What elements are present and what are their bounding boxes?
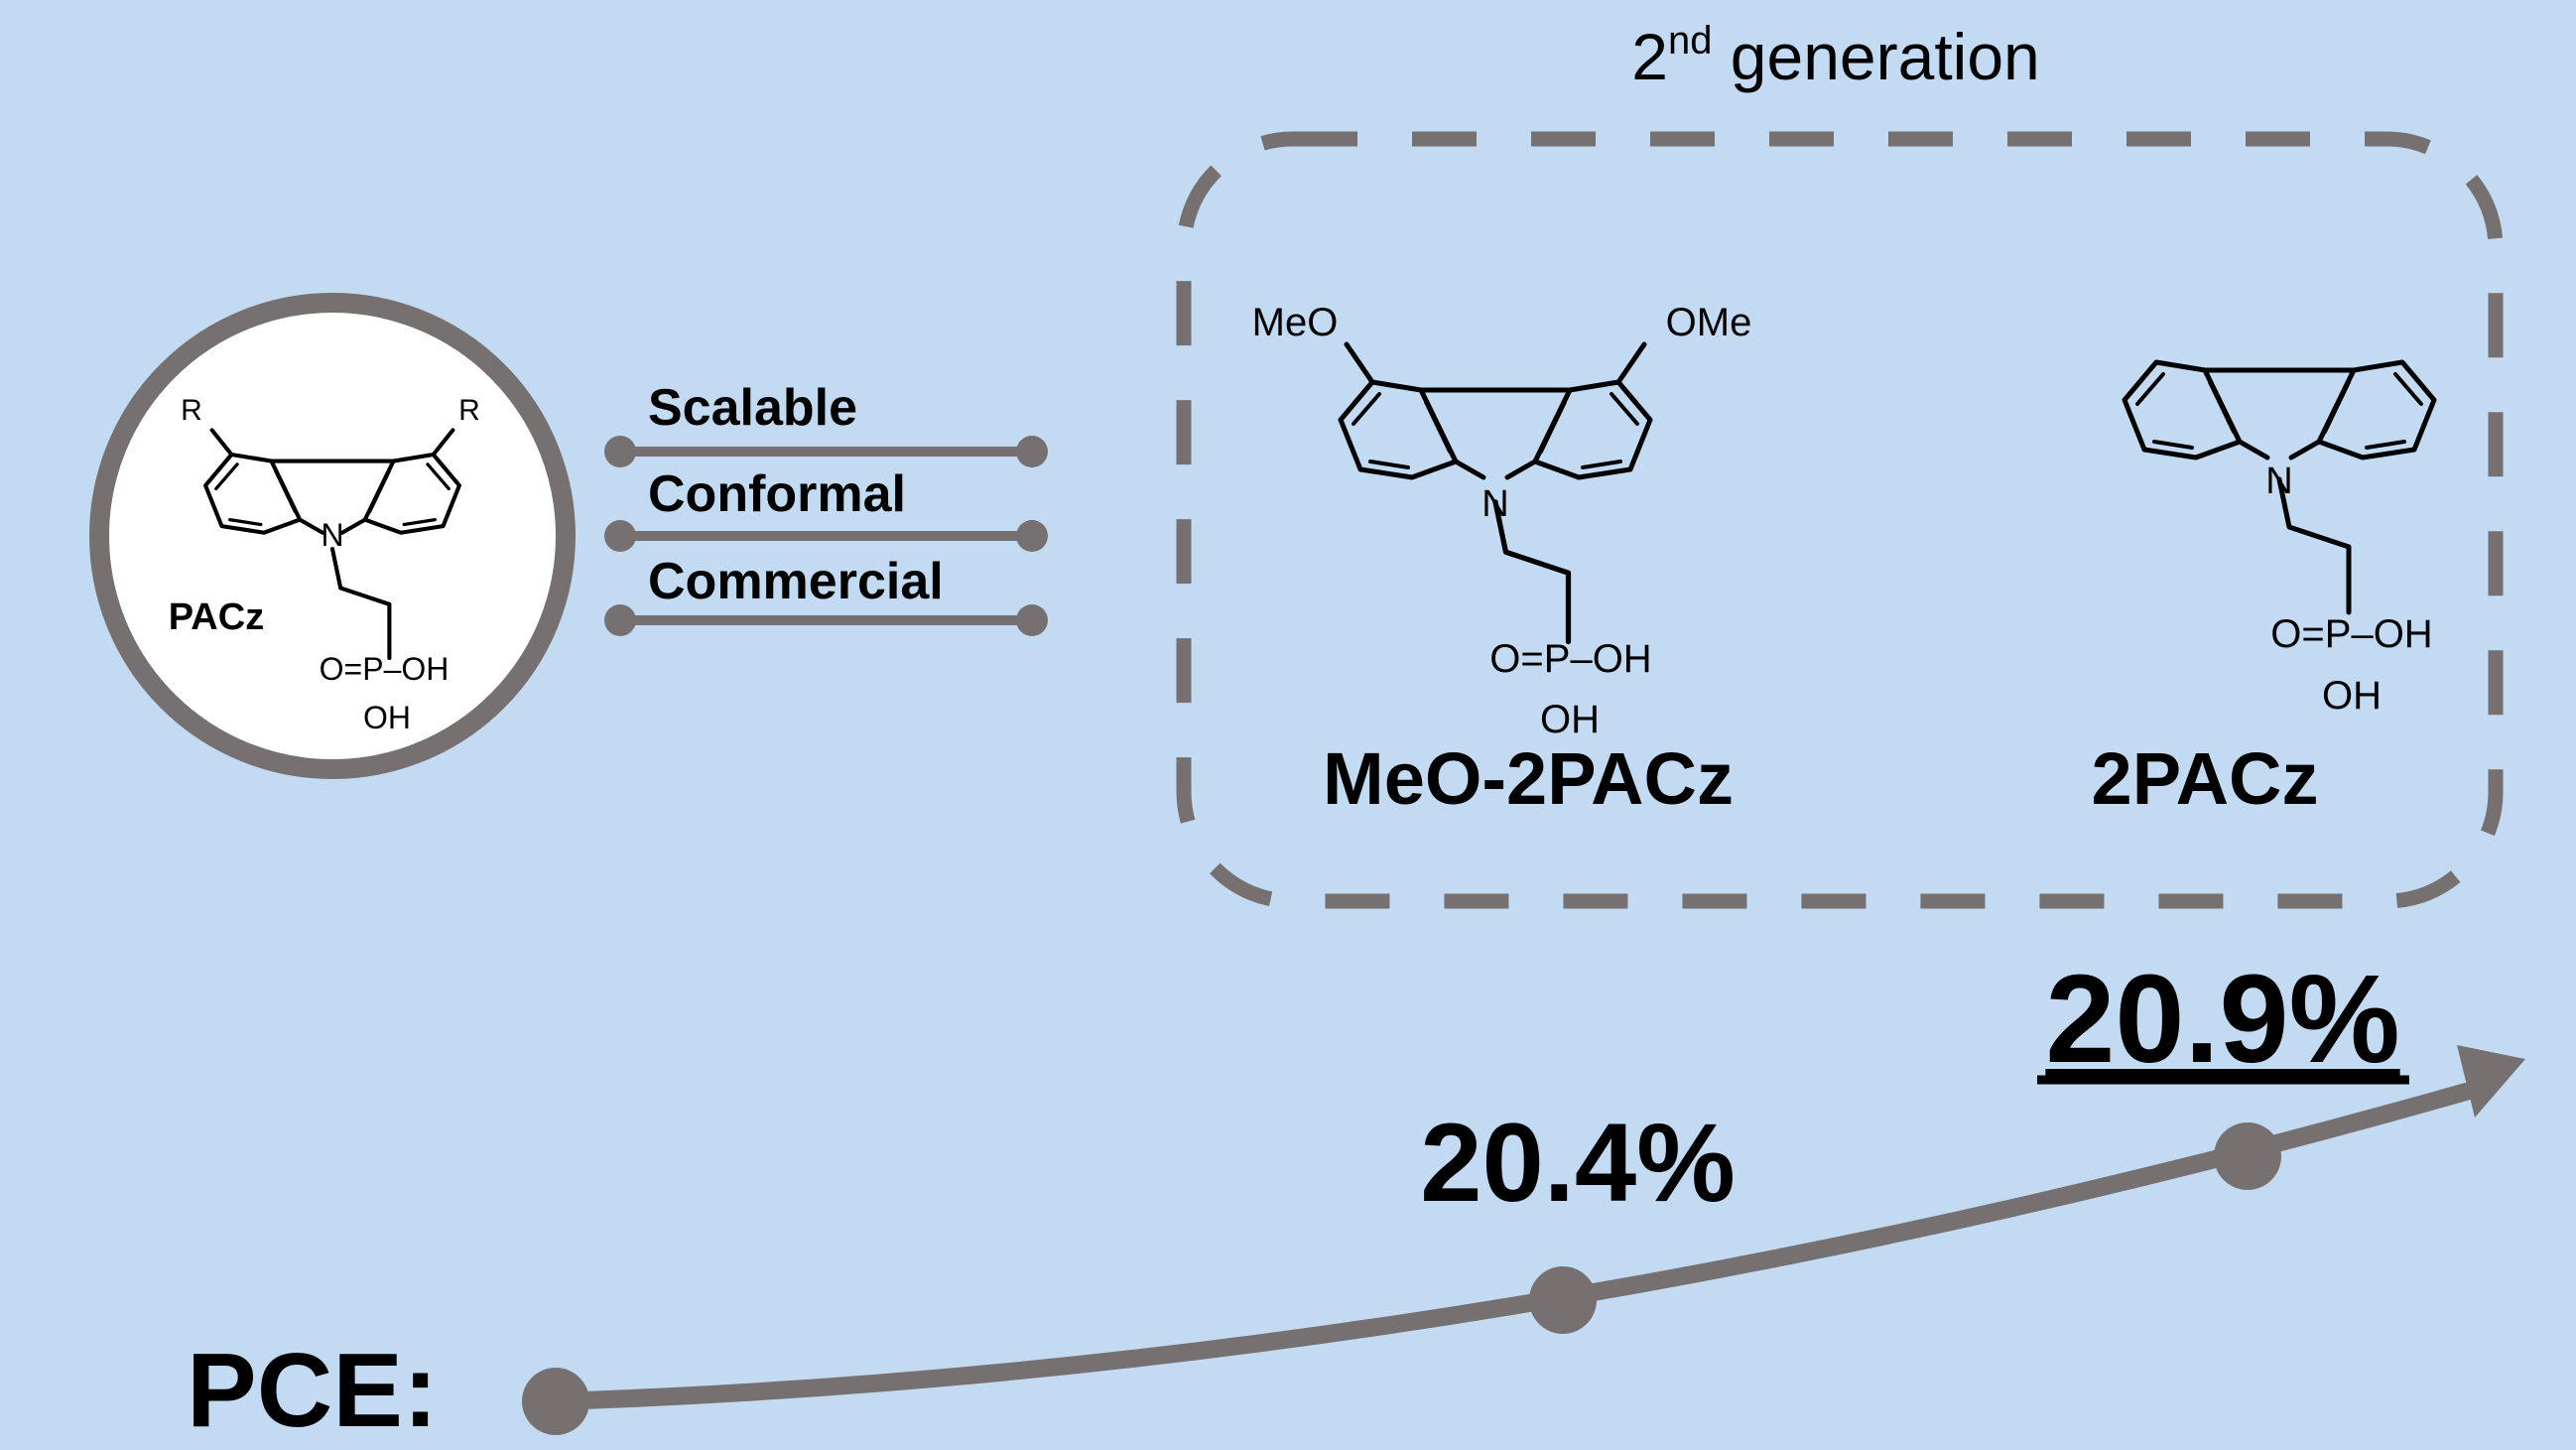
meo2pacz-name: MeO-2PACz	[1323, 737, 1734, 820]
feature-label-scalable: Scalable	[648, 379, 857, 437]
twopacz-name: 2PACz	[2092, 737, 2319, 820]
feature-label-commercial: Commercial	[648, 553, 944, 610]
pacz-badge: R R N PACz O=P–OH OH	[89, 293, 576, 779]
pacz-nitrogen: N	[321, 517, 343, 553]
feature-label-conformal: Conformal	[648, 465, 906, 523]
pacz-phosphonic-oh: OH	[363, 700, 411, 735]
twopacz-phosphonic-oh: OH	[2322, 674, 2382, 718]
pacz-circle	[89, 293, 576, 779]
pacz-r-left: R	[181, 394, 202, 427]
pacz-r-right: R	[458, 394, 480, 427]
meo2pacz-structure	[1341, 341, 1650, 642]
pacz-phosphonic-oxo: O=P–OH	[320, 651, 450, 687]
feature-line-commercial	[604, 604, 1048, 636]
twopacz-nitrogen: N	[2265, 461, 2292, 502]
pce-point-meo2pacz	[1529, 1266, 1597, 1334]
pce-value-2pacz: 20.9%	[2045, 949, 2399, 1089]
meo2pacz-nitrogen: N	[1481, 483, 1508, 525]
feature-line-conformal	[604, 520, 1048, 552]
meo2pacz-meo-left: MeO	[1252, 301, 1339, 344]
pacz-structure	[205, 428, 459, 658]
generation-superscript: nd	[1668, 19, 1713, 63]
pce-point-pacz	[522, 1368, 589, 1435]
second-generation-group: 2nd generation MeO OMe N O=P–OH OH MeO-2…	[1176, 19, 2504, 909]
feature-list: Scalable Conformal Commercial	[604, 379, 1048, 636]
pacz-name: PACz	[169, 596, 264, 638]
meo2pacz-ome-right: OMe	[1666, 301, 1752, 344]
pce-trend-arrowhead	[2457, 1045, 2525, 1118]
generation-word: generation	[1712, 20, 2039, 93]
generation-dashed-box	[1176, 131, 2504, 909]
meo2pacz-phosphonic-oh: OH	[1540, 698, 1600, 741]
generation-number: 2	[1631, 20, 1668, 93]
generation-title: 2nd generation	[1631, 19, 2039, 93]
pce-label: PCE:	[187, 1332, 438, 1449]
pce-trend-arrow-line	[547, 1083, 2475, 1410]
twopacz-phosphonic-oxo: O=P–OH	[2270, 612, 2432, 656]
pce-value-meo2pacz: 20.4%	[1420, 1101, 1736, 1225]
pce-trend: PCE: 20.4% 20.9%	[187, 949, 2525, 1449]
meo2pacz-phosphonic-oxo: O=P–OH	[1489, 637, 1651, 681]
pce-point-2pacz	[2214, 1122, 2281, 1190]
feature-line-scalable	[604, 436, 1048, 467]
